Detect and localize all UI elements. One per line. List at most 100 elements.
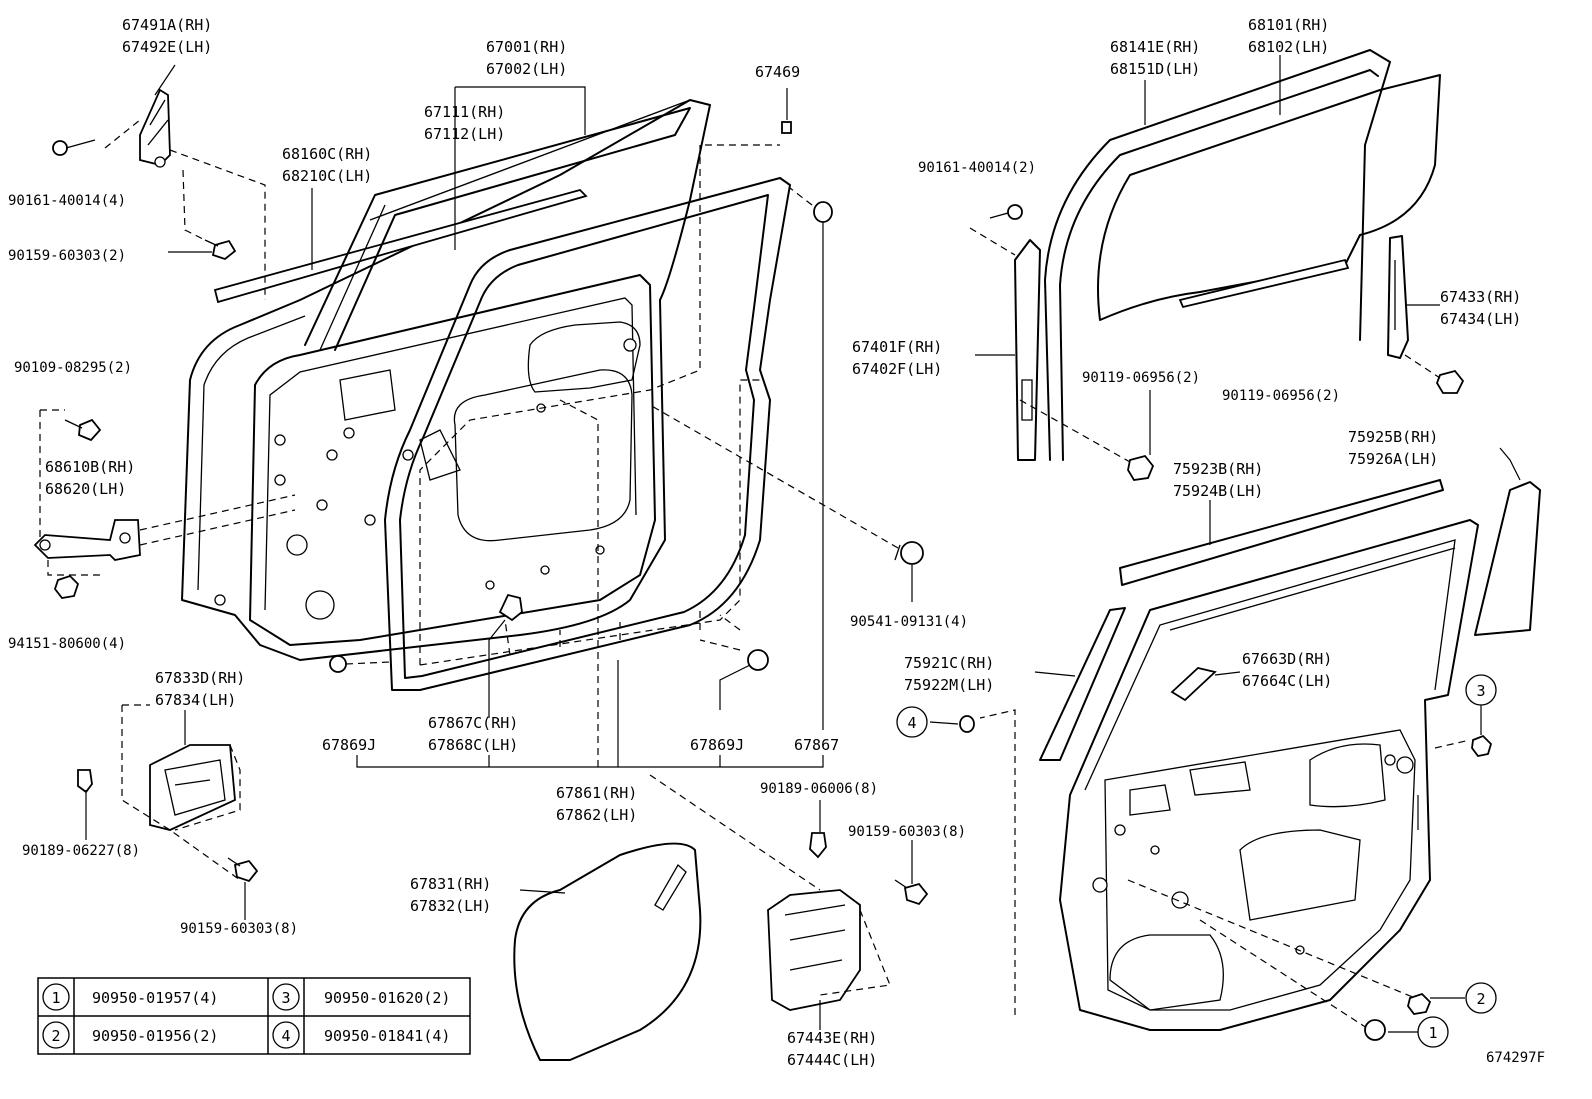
label-90119-a: 90119-06956(2) xyxy=(1082,370,1200,386)
door-outer-panel xyxy=(181,99,711,661)
nut-marker-2 xyxy=(1407,992,1432,1015)
bolt-90119-b xyxy=(1436,369,1465,394)
rear-sash xyxy=(1387,235,1409,359)
legend-part-2: 90950-01956(2) xyxy=(92,1027,218,1045)
label-glass-lh: 68102(LH) xyxy=(1248,38,1329,56)
screw-90161-right xyxy=(989,204,1023,220)
legend-table: 1 90950-01957(4) 3 90950-01620(2) 2 9095… xyxy=(37,977,471,1055)
sealing-cover-67831 xyxy=(513,842,702,1061)
clip-90189-mid xyxy=(809,832,827,859)
label-run-channel-rh: 68141E(RH) xyxy=(1110,38,1200,56)
door-weatherstrip xyxy=(384,177,791,691)
label-hinge-lh: 67492E(LH) xyxy=(122,38,212,56)
label-weatherstrip-rh: 67111(RH) xyxy=(424,103,505,121)
label-service-hole-rh: 67867C(RH) xyxy=(428,714,518,732)
callout-labels: 67491A(RH) 67492E(LH) 67001(RH) 67002(LH… xyxy=(8,16,1545,1069)
label-check-lh: 68620(LH) xyxy=(45,480,126,498)
label-67869j-right: 67869J xyxy=(690,736,744,754)
marker-2: 2 xyxy=(1476,990,1485,1008)
marker-circle-4 xyxy=(896,706,928,738)
clip-90189-left xyxy=(77,769,93,794)
bolt-90159-bottom xyxy=(227,857,259,883)
service-hole-cover xyxy=(498,593,523,622)
front-molding-75921 xyxy=(1039,607,1126,761)
front-sash xyxy=(1014,239,1041,461)
upper-hinge xyxy=(139,88,171,168)
legend-num-1: 1 xyxy=(51,989,60,1007)
label-glass-rh: 68101(RH) xyxy=(1248,16,1329,34)
label-sash-rear-rh: 67433(RH) xyxy=(1440,288,1521,306)
label-90159-mid: 90159-60303(8) xyxy=(848,824,966,840)
label-90119-b: 90119-06956(2) xyxy=(1222,388,1340,404)
bolt-90109 xyxy=(64,418,102,442)
bolt-90159-left xyxy=(204,239,237,261)
label-hinge-rh: 67491A(RH) xyxy=(122,16,212,34)
part-67469 xyxy=(781,121,792,134)
service-outline-dashed xyxy=(419,144,780,666)
door-glass xyxy=(1097,74,1441,321)
marker-circle-1 xyxy=(1417,1016,1449,1048)
label-67663-lh: 67664C(LH) xyxy=(1242,672,1332,690)
label-90109: 90109-08295(2) xyxy=(14,360,132,376)
part-67663 xyxy=(1170,667,1217,702)
rear-garnish xyxy=(1474,481,1541,636)
clip-marker-4 xyxy=(959,715,975,733)
marker-1: 1 xyxy=(1428,1024,1437,1042)
label-94151: 94151-80600(4) xyxy=(8,636,126,652)
marker-3: 3 xyxy=(1476,682,1485,700)
label-garnish-rh: 75925B(RH) xyxy=(1348,428,1438,446)
label-molding-75921-rh: 75921C(RH) xyxy=(904,654,994,672)
bolt-90159-mid xyxy=(894,879,929,906)
cover-67443 xyxy=(767,889,861,1011)
label-sash-rear-lh: 67434(LH) xyxy=(1440,310,1521,328)
marker-4: 4 xyxy=(907,714,916,732)
label-sash-front-rh: 67401F(RH) xyxy=(852,338,942,356)
door-inner-panel xyxy=(214,274,656,646)
rear-door-frame xyxy=(1059,519,1479,1031)
handle-frame-67833 xyxy=(149,744,236,831)
label-molding-75923-lh: 75924B(LH) xyxy=(1173,482,1263,500)
label-belt-molding-lh: 68210C(LH) xyxy=(282,167,372,185)
label-inner-panel-lh: 67862(LH) xyxy=(556,806,637,824)
legend-num-4: 4 xyxy=(281,1027,290,1045)
legend-num-2: 2 xyxy=(51,1027,60,1045)
label-outer-panel-lh: 67002(LH) xyxy=(486,60,567,78)
label-90189-left: 90189-06227(8) xyxy=(22,843,140,859)
label-90161-left: 90161-40014(4) xyxy=(8,193,126,209)
label-weatherstrip-lh: 67112(LH) xyxy=(424,125,505,143)
label-cover-67443-rh: 67443E(RH) xyxy=(787,1029,877,1047)
label-garnish-lh: 75926A(LH) xyxy=(1348,450,1438,468)
label-90161-right: 90161-40014(2) xyxy=(918,160,1036,176)
label-frame-67833-rh: 67833D(RH) xyxy=(155,669,245,687)
legend-part-1: 90950-01957(4) xyxy=(92,989,218,1007)
label-molding-75921-lh: 75922M(LH) xyxy=(904,676,994,694)
legend-part-3: 90950-01620(2) xyxy=(324,989,450,1007)
door-check xyxy=(33,519,141,561)
label-90189-mid: 90189-06006(8) xyxy=(760,781,878,797)
bolt-90119-a xyxy=(1127,454,1155,481)
marker-circle-2 xyxy=(1465,982,1497,1014)
label-molding-75923-rh: 75923B(RH) xyxy=(1173,460,1263,478)
label-cover-67831-lh: 67832(LH) xyxy=(410,897,491,915)
label-run-channel-lh: 68151D(LH) xyxy=(1110,60,1200,78)
nut-marker-3 xyxy=(1471,734,1493,757)
label-90159-bottom: 90159-60303(8) xyxy=(180,921,298,937)
marker-circle-3 xyxy=(1465,674,1497,706)
label-belt-molding-rh: 68160C(RH) xyxy=(282,145,372,163)
clip-90541 xyxy=(894,541,924,565)
label-sash-front-lh: 67402F(LH) xyxy=(852,360,942,378)
plug-marker-1 xyxy=(1364,1019,1386,1041)
nut-94151 xyxy=(53,574,80,599)
screw-90161-left xyxy=(52,139,96,156)
part-67867 xyxy=(813,201,833,223)
label-cover-67831-rh: 67831(RH) xyxy=(410,875,491,893)
hole-plug-right xyxy=(747,649,769,671)
label-service-hole-lh: 67868C(LH) xyxy=(428,736,518,754)
label-check-rh: 68610B(RH) xyxy=(45,458,135,476)
diagram-id: 674297F xyxy=(1486,1050,1545,1066)
label-67663-rh: 67663D(RH) xyxy=(1242,650,1332,668)
label-67469: 67469 xyxy=(755,63,800,81)
label-inner-panel-rh: 67861(RH) xyxy=(556,784,637,802)
label-outer-panel-rh: 67001(RH) xyxy=(486,38,567,56)
